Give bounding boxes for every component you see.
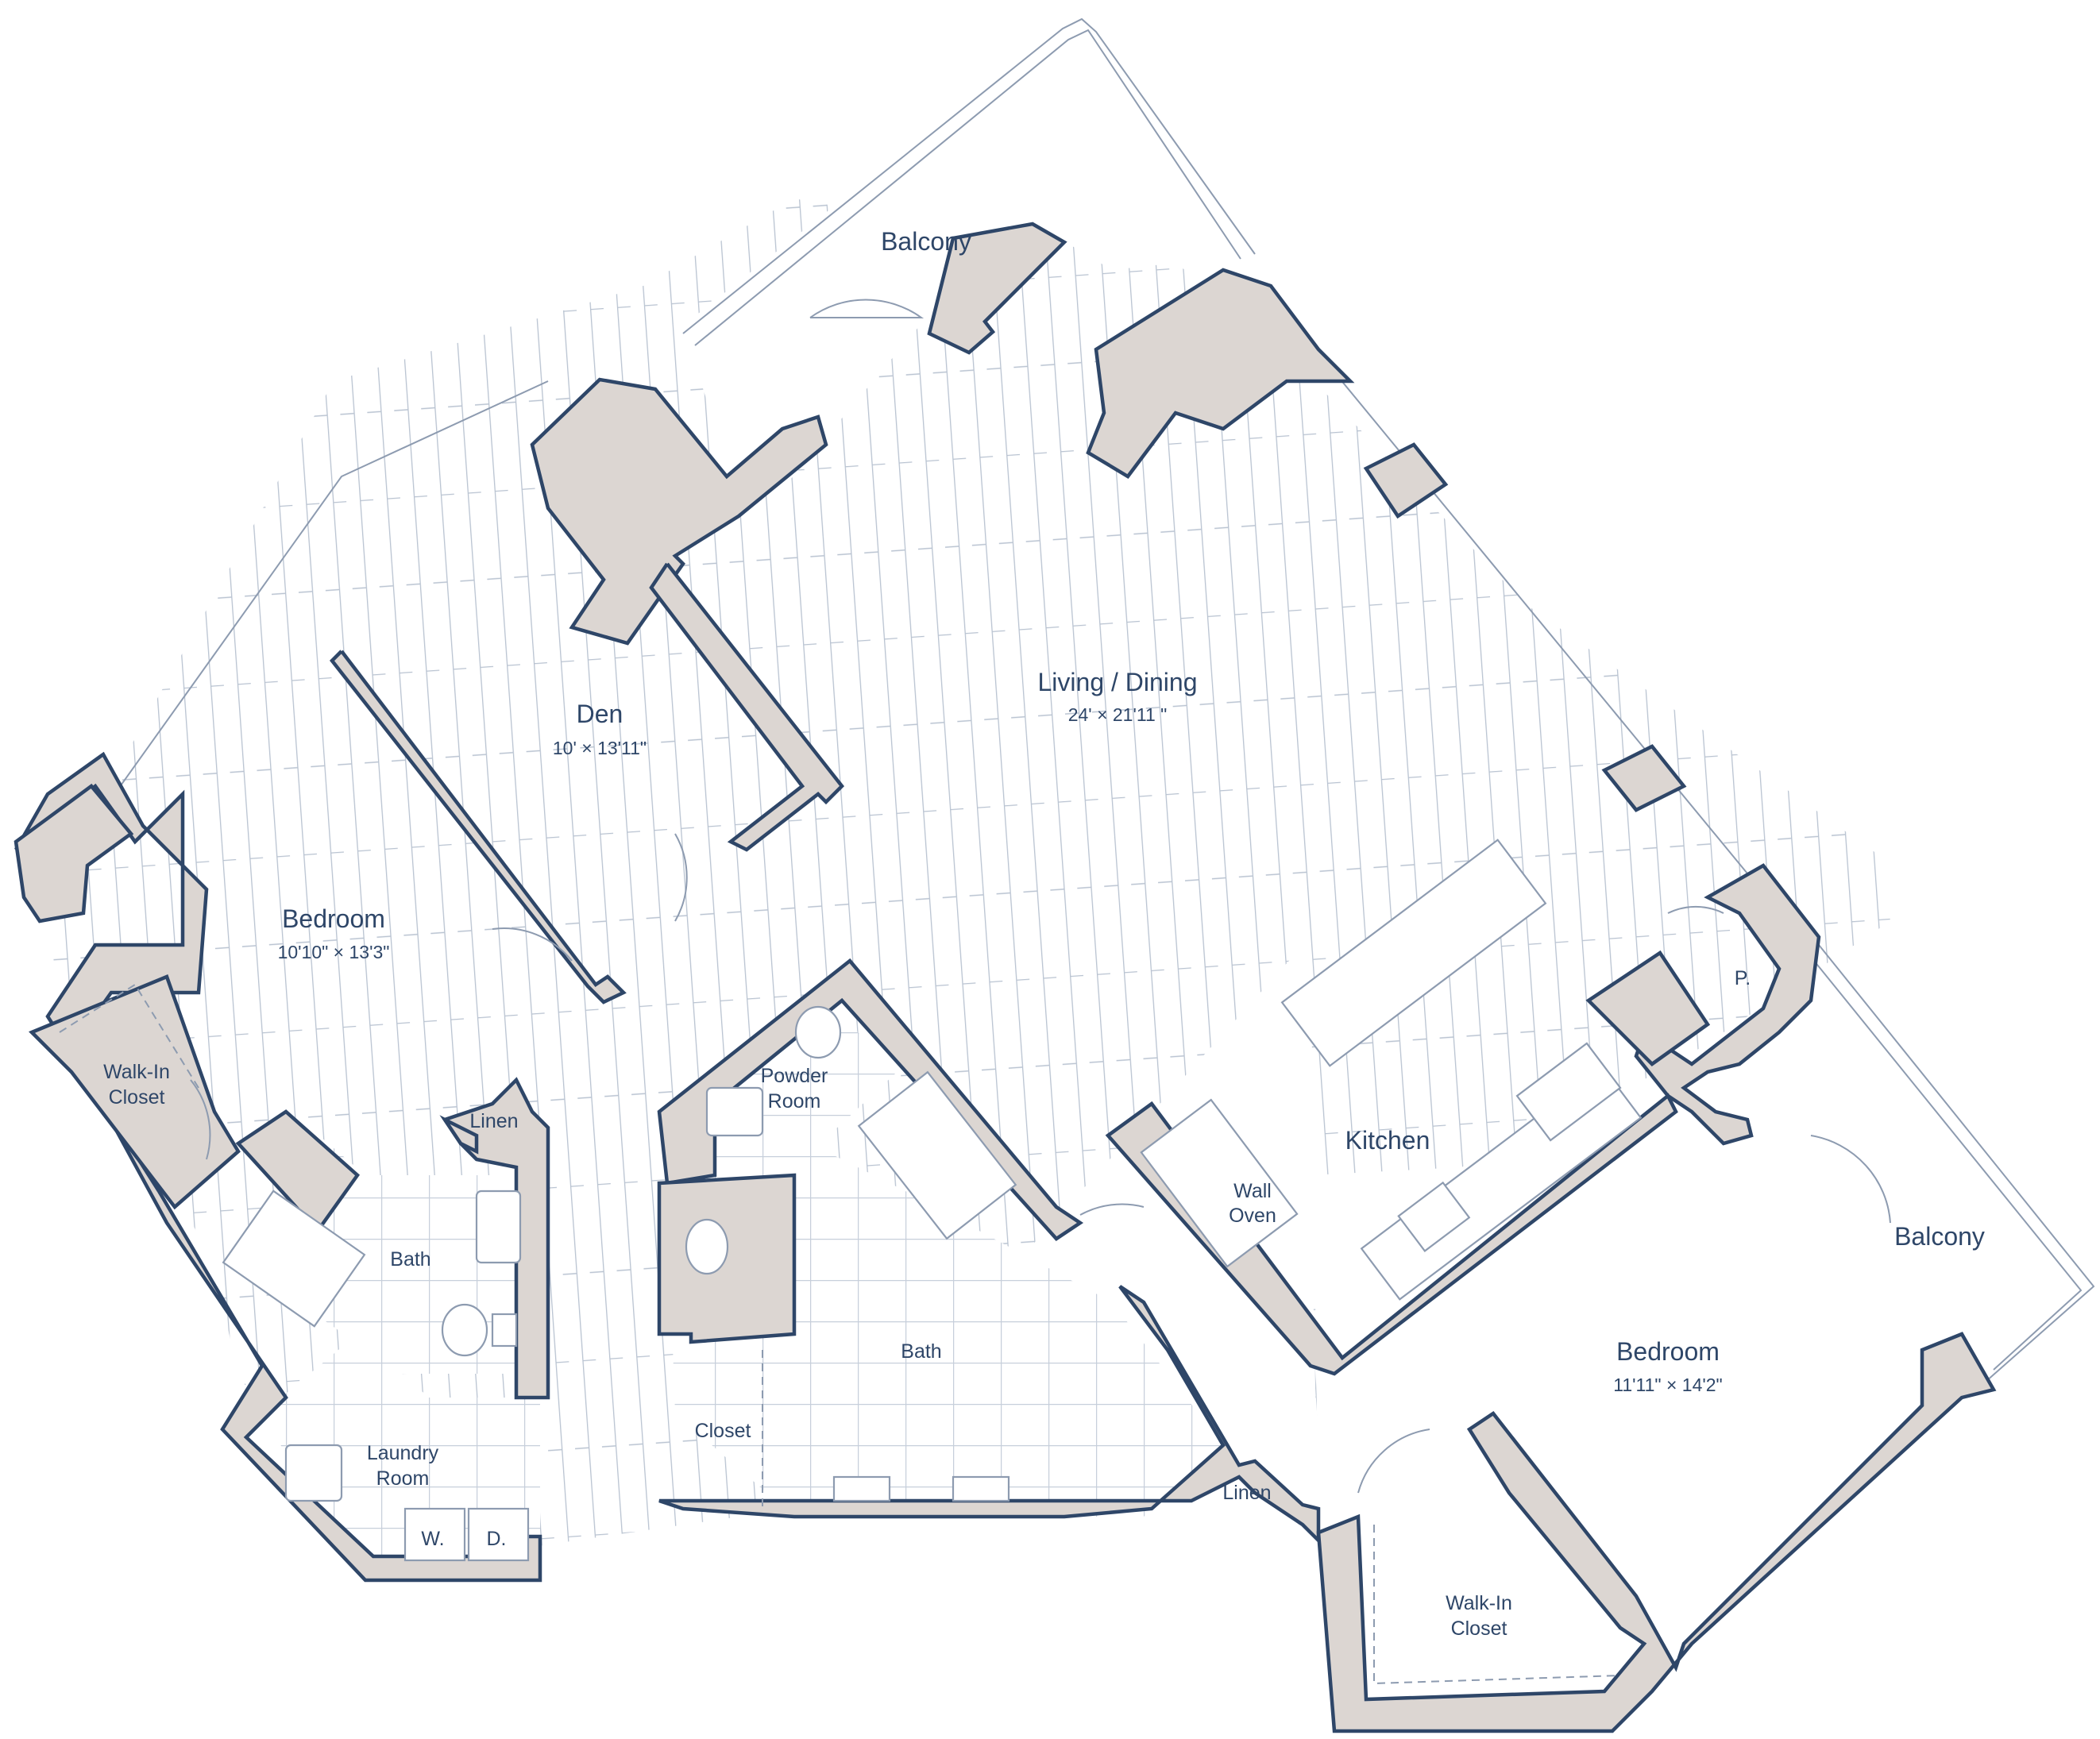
kitchen-island	[1280, 839, 1547, 1067]
kitchen-cooktop	[1515, 1042, 1622, 1142]
center-vanity-b	[952, 1475, 1010, 1502]
bedroom-right-dims: 11'11" × 14'2"	[1613, 1375, 1722, 1395]
living-dining-label: Living / Dining	[1038, 668, 1198, 696]
door-swing-balcony-top	[809, 299, 925, 318]
den-living-partition	[649, 562, 845, 852]
bath-left-frame	[442, 1077, 550, 1400]
linen-left-wall	[439, 1115, 479, 1155]
column-living-top-right	[1086, 268, 1355, 479]
column-living-top	[927, 222, 1067, 355]
powder-sink	[705, 1086, 764, 1137]
walk-in-left-wall	[29, 974, 241, 1210]
walk-in-right-line2: Closet	[1451, 1618, 1507, 1640]
laundry-line1: Laundry	[367, 1442, 439, 1464]
column-east-b	[1601, 744, 1687, 812]
door-swing-bedroom-left	[492, 927, 573, 962]
balcony-right-label: Balcony	[1894, 1222, 1985, 1251]
center-vanity-a	[832, 1475, 891, 1502]
dryer-label: D.	[487, 1528, 507, 1550]
core-wall-closet	[657, 1173, 797, 1344]
door-swing-bedroom-right	[1357, 1429, 1430, 1494]
living-dining-dims: 24' × 21'11 "	[1068, 704, 1168, 725]
bath-left-column	[235, 1109, 361, 1234]
laundry-sink	[284, 1444, 343, 1502]
core-wall-bottom	[658, 1285, 1321, 1545]
washer-label: W.	[421, 1528, 444, 1550]
bath-center-tile	[667, 1136, 1223, 1517]
linen-left-label: Linen	[469, 1110, 518, 1132]
walk-in-right-line1: Walk-In	[1446, 1592, 1512, 1614]
balcony-right-railing-inner	[1810, 956, 2083, 1371]
den-dims: 10' × 13'11"	[553, 738, 647, 758]
door-swing-kitchen	[1079, 1203, 1145, 1216]
powder-line2: Room	[768, 1090, 821, 1112]
walk-in-left-line1: Walk-In	[103, 1061, 170, 1083]
bath-left-tub	[222, 1190, 366, 1328]
bath-left-toilet	[441, 1303, 488, 1357]
column-east-a	[1363, 442, 1449, 519]
powder-toilet	[794, 1005, 842, 1059]
den-label: Den	[577, 700, 623, 728]
bedroom-right-label: Bedroom	[1616, 1337, 1720, 1366]
dryer-box	[467, 1507, 530, 1562]
balcony-top-railing	[682, 17, 1256, 334]
walk-in-left-line2: Closet	[109, 1086, 165, 1109]
wall-oven-line1: Wall	[1233, 1180, 1272, 1202]
kitchen-sink	[1397, 1181, 1471, 1252]
door-swing-pantry	[1667, 905, 1724, 914]
wall-oven-line2: Oven	[1229, 1205, 1276, 1227]
closet-center-label: Closet	[695, 1420, 751, 1442]
bath-left-vanity	[475, 1190, 522, 1264]
column-bedroom-right	[1585, 950, 1711, 1066]
balcony-right-area	[1747, 953, 2097, 1382]
bedroom-left-label: Bedroom	[282, 904, 385, 933]
laundry-line2: Room	[376, 1467, 430, 1490]
pantry-label: P.	[1735, 967, 1751, 989]
powder-line1: Powder	[761, 1065, 828, 1087]
wall-oven-box	[1140, 1098, 1299, 1268]
door-swing-den	[674, 833, 688, 922]
bedroom-left-dims: 10'10" × 13'3"	[278, 942, 390, 962]
center-tub	[857, 1070, 1017, 1240]
balcony-top-label: Balcony	[881, 227, 971, 256]
balcony-top-railing-inner	[694, 29, 1241, 346]
glazing-west	[102, 380, 549, 811]
column-west	[14, 783, 134, 923]
den-partition	[329, 650, 627, 1004]
bath-left-toilet-tank	[491, 1313, 518, 1348]
balcony-right-railing	[1818, 944, 2095, 1382]
door-swing-balcony-right	[1810, 1135, 1891, 1224]
bath-left-label: Bath	[390, 1248, 430, 1271]
pantry-wall	[1634, 863, 1821, 1146]
center-toilet	[685, 1218, 729, 1275]
walk-in-left-shelf	[59, 983, 199, 1089]
door-swing-walk-in-left	[190, 1079, 211, 1160]
column-den-top	[530, 377, 828, 646]
linen-right-label: Linen	[1222, 1482, 1271, 1504]
washer-box	[403, 1507, 466, 1562]
kitchen-label: Kitchen	[1345, 1126, 1430, 1155]
bath-center-label: Bath	[901, 1340, 941, 1363]
walk-in-right-wall	[1316, 1332, 1997, 1733]
